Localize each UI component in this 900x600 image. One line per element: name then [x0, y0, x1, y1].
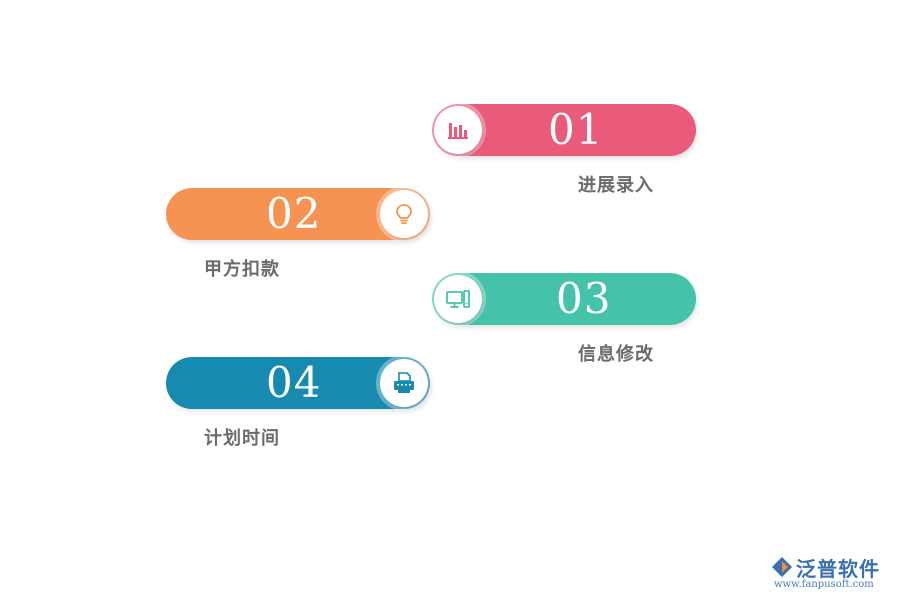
step-04-label: 计划时间: [204, 428, 280, 449]
step-number: 02: [266, 189, 322, 238]
step-01-label: 进展录入: [578, 175, 654, 196]
step-number: 04: [266, 358, 322, 407]
bar-chart-icon: [434, 106, 482, 154]
brand-logo: 泛普软件 www.fanpusoft.com: [770, 553, 894, 597]
step-04-pill: 04: [166, 357, 430, 409]
computer-icon: [434, 275, 482, 323]
brand-mark-icon: [772, 557, 792, 577]
step-02-pill: 02: [166, 188, 430, 240]
step-02-label: 甲方扣款: [204, 259, 280, 280]
brand-url: www.fanpusoft.com: [774, 579, 874, 590]
step-number: 01: [548, 105, 604, 154]
step-03-label: 信息修改: [578, 344, 654, 365]
lightbulb-icon: [380, 190, 428, 238]
step-03-pill: 03: [432, 273, 696, 325]
step-number: 03: [556, 274, 612, 323]
brand-name: 泛普软件: [796, 557, 880, 581]
printer-icon: [380, 359, 428, 407]
step-01-pill: 01: [432, 104, 696, 156]
